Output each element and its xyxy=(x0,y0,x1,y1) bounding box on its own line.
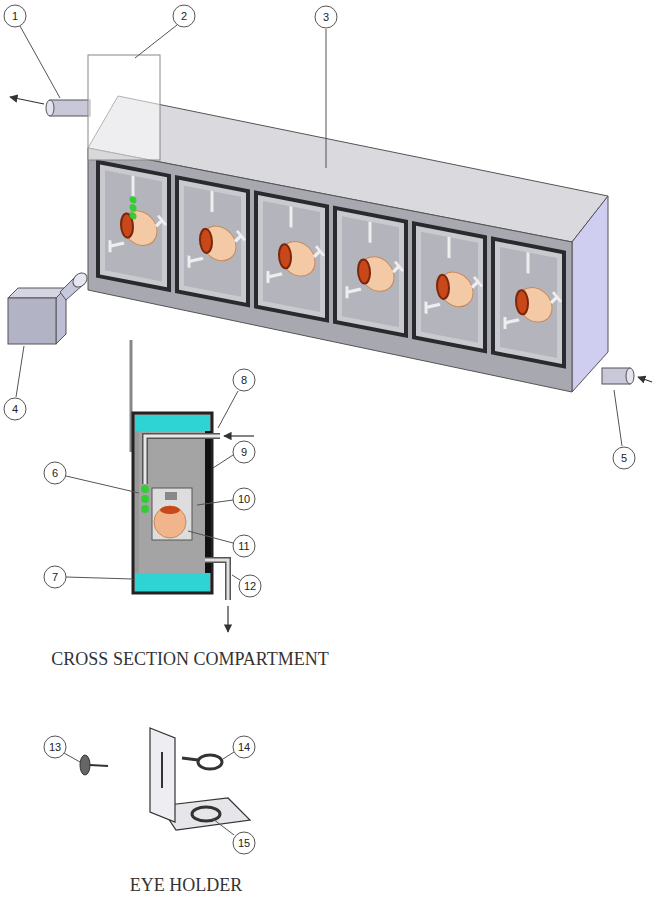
callout-number: 15 xyxy=(238,837,250,849)
callout-number: 1 xyxy=(12,10,18,22)
callout-number: 12 xyxy=(244,580,256,592)
compartment-window xyxy=(175,175,250,308)
callout-number: 4 xyxy=(12,403,18,415)
transparent-plate xyxy=(88,55,160,160)
caption: CROSS SECTION COMPARTMENT xyxy=(51,649,328,669)
flow-arrow xyxy=(227,606,228,632)
compartment-window xyxy=(254,190,329,323)
camera xyxy=(8,270,90,344)
callout-circles xyxy=(4,5,635,854)
flow-arrow xyxy=(224,435,254,436)
callout-number: 6 xyxy=(52,467,58,479)
eye-holder xyxy=(80,728,250,830)
callout-number: 3 xyxy=(323,11,329,23)
callout-number: 13 xyxy=(49,741,61,753)
flow-arrow xyxy=(10,97,44,104)
compartment-window xyxy=(96,160,171,293)
leader-lines xyxy=(16,25,622,835)
compartment-window xyxy=(333,206,408,339)
callout-number: 14 xyxy=(238,741,250,753)
box-side xyxy=(572,196,608,392)
compartment-window xyxy=(491,236,566,369)
callout-number: 5 xyxy=(621,452,627,464)
callout-number: 2 xyxy=(181,10,187,22)
callout-number: 7 xyxy=(52,571,58,583)
oxygen-bubbles xyxy=(130,196,137,220)
callout-number: 9 xyxy=(241,446,247,458)
inlet-pipe xyxy=(602,368,634,384)
callout-number: 11 xyxy=(238,540,249,552)
caption: EYE HOLDER xyxy=(130,875,242,895)
flow-arrow xyxy=(638,377,652,382)
box-front xyxy=(88,148,572,392)
callout-number: 10 xyxy=(238,493,250,505)
compartment-window xyxy=(412,221,487,354)
chamber-box xyxy=(88,96,608,392)
compartment-windows xyxy=(96,160,566,369)
outlet-pipe xyxy=(46,100,90,116)
callout-number: 8 xyxy=(241,374,247,386)
cross-section xyxy=(131,340,228,600)
